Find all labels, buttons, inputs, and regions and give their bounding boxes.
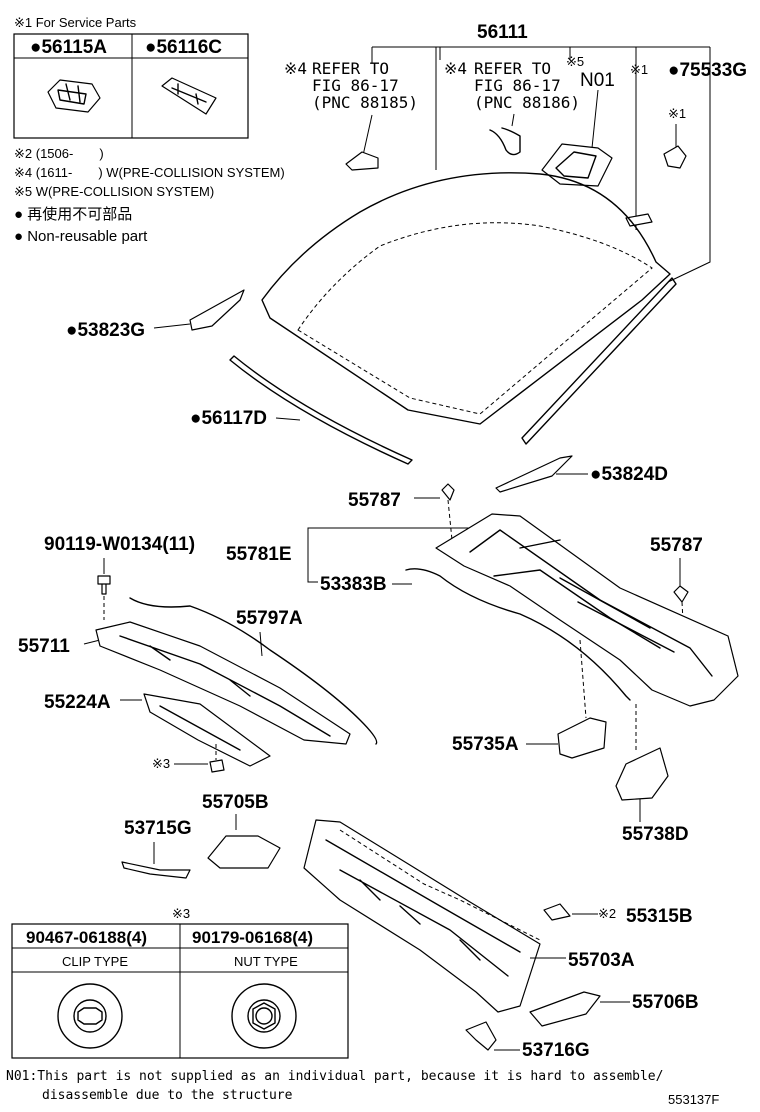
service-part-56115a: ●56115A [30,37,107,58]
part-55735a [557,717,607,759]
dash-panel-55703a [303,819,541,1013]
clip-55787-a [441,483,455,501]
part-53716g [465,1021,497,1051]
label-56117d: ●56117D [190,408,267,429]
legend-jp: ● 再使用不可部品 [14,206,132,223]
label-55711: 55711 [18,636,70,657]
label-55787-b: 55787 [650,535,703,556]
part-53824d [495,455,573,493]
clip-table [11,923,349,1059]
clip-3 [209,759,225,773]
clip-type-drawing [57,983,123,1049]
ref-88186-line2: FIG 86-17 [474,76,561,95]
label-n01: N01 [580,70,615,91]
label-55797a: 55797A [236,608,303,629]
seal-55797a [129,597,378,745]
label-55735a: 55735A [452,734,519,755]
label-75533g: ●75533G [668,60,747,81]
ref-88186-line3: (PNC 88186) [474,93,580,112]
label-55706b: 55706B [632,992,699,1013]
label-55787-a: 55787 [348,490,401,511]
windshield-glass [261,172,671,425]
wire-88186 [489,127,521,156]
seal-53383b [405,568,631,701]
part-53715g [121,861,191,879]
label-53715g: 53715G [124,818,192,839]
marker-1a: ※1 [630,62,648,77]
leader-75533g [667,60,711,283]
leader-56111 [371,46,711,230]
label-55705b: 55705B [202,792,269,813]
marker-n5: ※5 [566,54,584,69]
label-53824d: ●53824D [590,464,668,485]
cowl-top-panel-55781e [435,513,739,707]
part-55706b [529,991,601,1027]
ref-88185-line3: (PNC 88185) [312,93,418,112]
label-55781e: 55781E [226,544,292,565]
leader-n01 [591,89,599,149]
nut-type-label: NUT TYPE [234,954,298,969]
bolt-90119 [97,575,111,595]
panel-55711 [95,621,351,745]
clip-56115a-drawing [47,79,101,113]
camera-bracket [541,143,613,187]
service-parts-table [13,33,249,139]
label-55315b: 55315B [626,906,693,927]
footnote-line1: N01:This part is not supplied as an indi… [6,1069,663,1084]
leader-ref-88186 [511,113,515,127]
ref-88185-line2: FIG 86-17 [312,76,399,95]
part-53823g [189,289,245,331]
clip-table-marker: ※3 [172,906,190,921]
label-90119: 90119-W0134(11) [44,534,195,555]
label-53383b: 53383B [320,574,387,595]
label-55738d: 55738D [622,824,689,845]
note-2: ※2 (1506- ) [14,146,104,161]
label-55703a: 55703A [568,950,635,971]
part-55315b [543,903,571,921]
sensor-bracket-88185 [345,151,379,171]
ref-88186-line1: REFER TO [474,59,551,78]
clip-small [663,145,687,169]
marker-3: ※3 [152,756,170,771]
note-5: ※5 W(PRE-COLLISION SYSTEM) [14,184,214,199]
label-53823g: ●53823G [66,320,145,341]
clip-table-header-nut: 90179-06168(4) [192,928,313,947]
clip-56116c-drawing [161,77,217,115]
clip-type-label: CLIP TYPE [62,954,128,969]
note-4: ※4 (1611- ) W(PRE-COLLISION SYSTEM) [14,165,285,180]
part-55738d [615,747,669,801]
molding-56117d [229,355,413,465]
figure-id: 553137F [668,1092,719,1107]
label-55224a: 55224A [44,692,111,713]
marker-2: ※2 [598,906,616,921]
ref-88186-marker: ※4 [444,59,467,78]
label-56111: 56111 [477,22,528,43]
service-parts-note: ※1 For Service Parts [14,15,137,30]
part-55705b [207,835,281,869]
marker-1b: ※1 [668,106,686,121]
service-part-56116c: ●56116C [145,37,222,58]
side-molding-right [521,277,677,445]
footnote-line2: disassemble due to the structure [42,1088,293,1103]
ref-88185-marker: ※4 [284,59,307,78]
ref-88185-line1: REFER TO [312,59,389,78]
clip-55787-b [673,585,689,603]
panel-55224a [143,693,271,767]
nut-type-drawing [231,983,297,1049]
clip-table-header-clip: 90467-06188(4) [26,928,147,947]
legend-en: ● Non-reusable part [14,228,148,245]
label-53716g: 53716G [522,1040,590,1061]
